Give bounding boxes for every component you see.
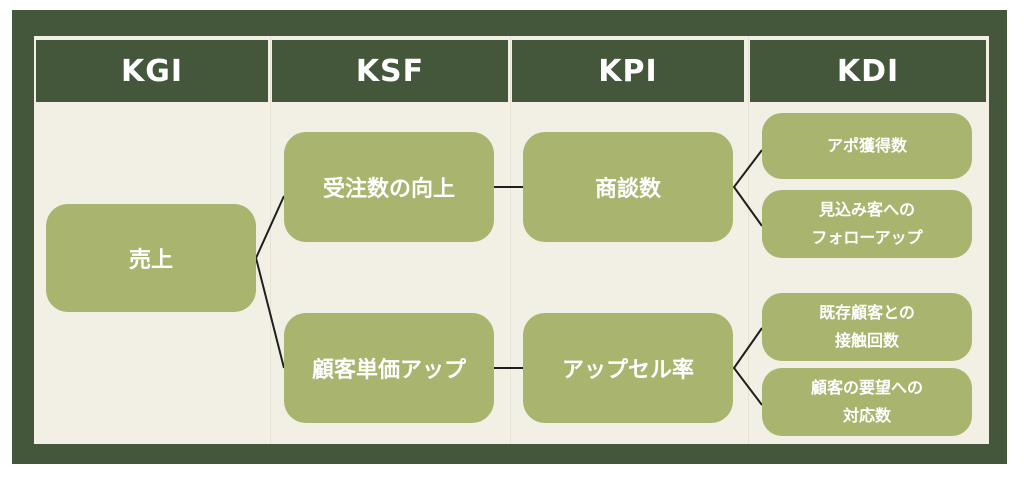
connector-kgi-ksf: [254, 195, 285, 369]
header-kdi: KDI: [750, 40, 986, 102]
connector-negotiations-kdi: [732, 149, 763, 227]
node-contact: 既存顧客との 接触回数: [762, 293, 972, 361]
header-kgi: KGI: [36, 40, 268, 102]
node-unit-price: 顧客単価アップ: [284, 313, 494, 423]
node-orders: 受注数の向上: [284, 132, 494, 242]
node-sales: 売上: [46, 204, 256, 312]
node-followup: 見込み客への フォローアップ: [762, 190, 972, 258]
connector-upsell-kdi: [732, 327, 763, 406]
node-appointments: アポ獲得数: [762, 113, 972, 179]
node-requests: 顧客の要望への 対応数: [762, 368, 972, 436]
node-negotiations: 商談数: [523, 132, 733, 242]
header-kpi: KPI: [512, 40, 744, 102]
header-ksf: KSF: [272, 40, 508, 102]
node-upsell: アップセル率: [523, 313, 733, 423]
